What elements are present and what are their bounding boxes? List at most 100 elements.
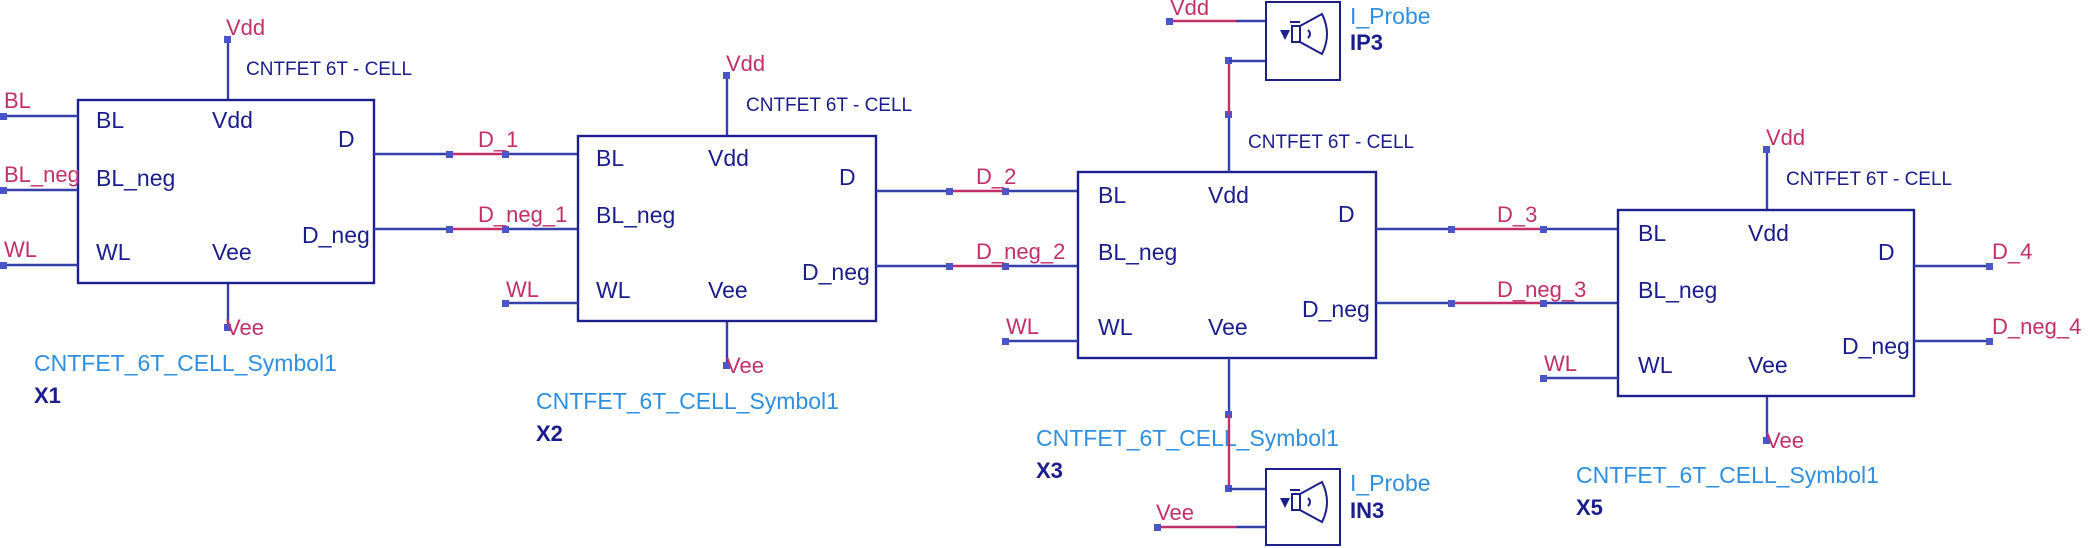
dneg3-terminal-a [1448, 300, 1455, 307]
net-d-1: D_1 [478, 127, 518, 152]
x1-vdd-terminal [224, 36, 231, 43]
x1-net-bl: BL [4, 88, 31, 113]
x5-pin-bl-neg: BL_neg [1638, 277, 1717, 303]
probe-ip3-body[interactable] [1265, 1, 1341, 81]
x1-vee-terminal [224, 324, 231, 331]
x3-cell-title: CNTFET 6T - CELL [1248, 132, 1414, 153]
d3-terminal-a [1448, 226, 1455, 233]
x5-vdd-terminal [1763, 146, 1770, 153]
x1-pin-vdd: Vdd [212, 107, 253, 133]
x3-pin-d: D [1338, 201, 1355, 227]
net-d-neg-3: D_neg_3 [1497, 277, 1586, 302]
x2-cell-body[interactable] [576, 134, 878, 323]
cell-x3[interactable]: CNTFET 6T - CELL BL Vdd D BL_neg D_neg W… [1036, 132, 1414, 483]
net-d-3: D_3 [1497, 202, 1537, 227]
x2-pin-wl: WL [596, 277, 631, 303]
ip3-net-vdd: Vdd [1170, 0, 1209, 20]
dneg1-terminal-a [446, 226, 453, 233]
dneg3-terminal-b [1540, 300, 1547, 307]
d3-terminal-b [1540, 226, 1547, 233]
probe-in3-type: I_Probe [1350, 470, 1431, 496]
probe-ip3-id: IP3 [1350, 30, 1383, 55]
ip3-lower-terminal [1225, 57, 1232, 64]
x1-net-vdd: Vdd [226, 15, 265, 40]
x5-symbol-name: CNTFET_6T_CELL_Symbol1 [1576, 462, 1879, 488]
x2-net-vee: Vee [726, 353, 764, 378]
x2-instance-id: X2 [536, 421, 563, 446]
x5-instance-id: X5 [1576, 495, 1603, 520]
x1-net-bl-neg: BL_neg [4, 162, 80, 187]
x2-vdd-terminal [723, 72, 730, 79]
net-d-neg-2: D_neg_2 [976, 239, 1065, 264]
x1-instance-id: X1 [34, 383, 61, 408]
x2-cell-title: CNTFET 6T - CELL [746, 95, 912, 116]
dneg2-terminal-b [1002, 263, 1009, 270]
x3-instance-id: X3 [1036, 458, 1063, 483]
in3-upper-terminal [1225, 485, 1232, 492]
x3-wl-terminal [1002, 338, 1009, 345]
x1-bl-terminal [0, 113, 7, 120]
x1-wl-terminal [0, 262, 7, 269]
x2-net-vdd: Vdd [726, 51, 765, 76]
x3-vee-terminal [1225, 411, 1232, 418]
x2-wl-terminal [502, 300, 509, 307]
x3-net-wl: WL [1006, 314, 1039, 339]
x3-pin-bl-neg: BL_neg [1098, 239, 1177, 265]
current-probe-icon [1280, 12, 1328, 56]
in3-vee-terminal [1154, 524, 1161, 531]
net-d-neg-1: D_neg_1 [478, 202, 567, 227]
x1-cell-title: CNTFET 6T - CELL [246, 59, 412, 80]
net-d-4: D_4 [1992, 239, 2032, 264]
cell-x5[interactable]: CNTFET 6T - CELL BL Vdd D BL_neg D_neg W… [1576, 146, 1952, 520]
x5-pin-wl: WL [1638, 352, 1673, 378]
x3-pin-vee: Vee [1208, 314, 1248, 340]
x5-cell-title: CNTFET 6T - CELL [1786, 169, 1952, 190]
probe-ip3-type: I_Probe [1350, 3, 1431, 29]
d2-terminal-b [1002, 188, 1009, 195]
dneg2-terminal-a [946, 263, 953, 270]
x1-pin-bl-neg: BL_neg [96, 165, 175, 191]
x5-pin-d: D [1878, 239, 1895, 265]
probe-ip3[interactable]: I_Probe IP3 [1265, 1, 1431, 81]
dneg1-terminal-b [502, 226, 509, 233]
x2-pin-bl: BL [596, 145, 624, 171]
probe-in3[interactable]: I_Probe IN3 [1265, 468, 1431, 546]
x1-net-vee: Vee [226, 315, 264, 340]
current-probe-icon [1280, 480, 1328, 524]
x2-pin-vee: Vee [708, 277, 748, 303]
in3-net-vee: Vee [1156, 500, 1194, 525]
x2-net-wl: WL [506, 277, 539, 302]
ip3-vdd-terminal [1166, 18, 1173, 25]
x5-pin-vee: Vee [1748, 352, 1788, 378]
x3-symbol-name: CNTFET_6T_CELL_Symbol1 [1036, 425, 1339, 451]
x5-wl-terminal [1540, 375, 1547, 382]
probe-in3-body[interactable] [1265, 468, 1341, 546]
net-d-neg-4: D_neg_4 [1992, 314, 2081, 339]
x2-pin-vdd: Vdd [708, 145, 749, 171]
x1-symbol-name: CNTFET_6T_CELL_Symbol1 [34, 350, 337, 376]
x1-pin-vee: Vee [212, 239, 252, 265]
cell-x2[interactable]: CNTFET 6T - CELL BL Vdd D BL_neg D_neg W… [536, 72, 912, 446]
x2-symbol-name: CNTFET_6T_CELL_Symbol1 [536, 388, 839, 414]
cell-x1[interactable]: CNTFET 6T - CELL BL Vdd D BL_neg D_neg W… [34, 36, 412, 408]
d1-terminal-b [502, 151, 509, 158]
x2-pin-d: D [839, 164, 856, 190]
x1-bl-neg-terminal [0, 187, 7, 194]
x1-pin-d: D [338, 126, 355, 152]
x5-net-vdd: Vdd [1766, 125, 1805, 150]
x2-pin-d-neg: D_neg [802, 259, 870, 285]
d4-terminal [1986, 263, 1993, 270]
x5-pin-bl: BL [1638, 220, 1666, 246]
x1-pin-bl: BL [96, 107, 124, 133]
x3-cell-body[interactable] [1076, 170, 1378, 360]
x3-pin-vdd: Vdd [1208, 182, 1249, 208]
x2-pin-bl-neg: BL_neg [596, 202, 675, 228]
x5-cell-body[interactable] [1616, 208, 1916, 398]
x5-pin-d-neg: D_neg [1842, 333, 1910, 359]
x3-pin-d-neg: D_neg [1302, 296, 1370, 322]
x1-cell-body[interactable] [76, 98, 376, 285]
dneg4-terminal [1986, 338, 1993, 345]
x5-net-wl: WL [1544, 351, 1577, 376]
net-d-2: D_2 [976, 164, 1016, 189]
